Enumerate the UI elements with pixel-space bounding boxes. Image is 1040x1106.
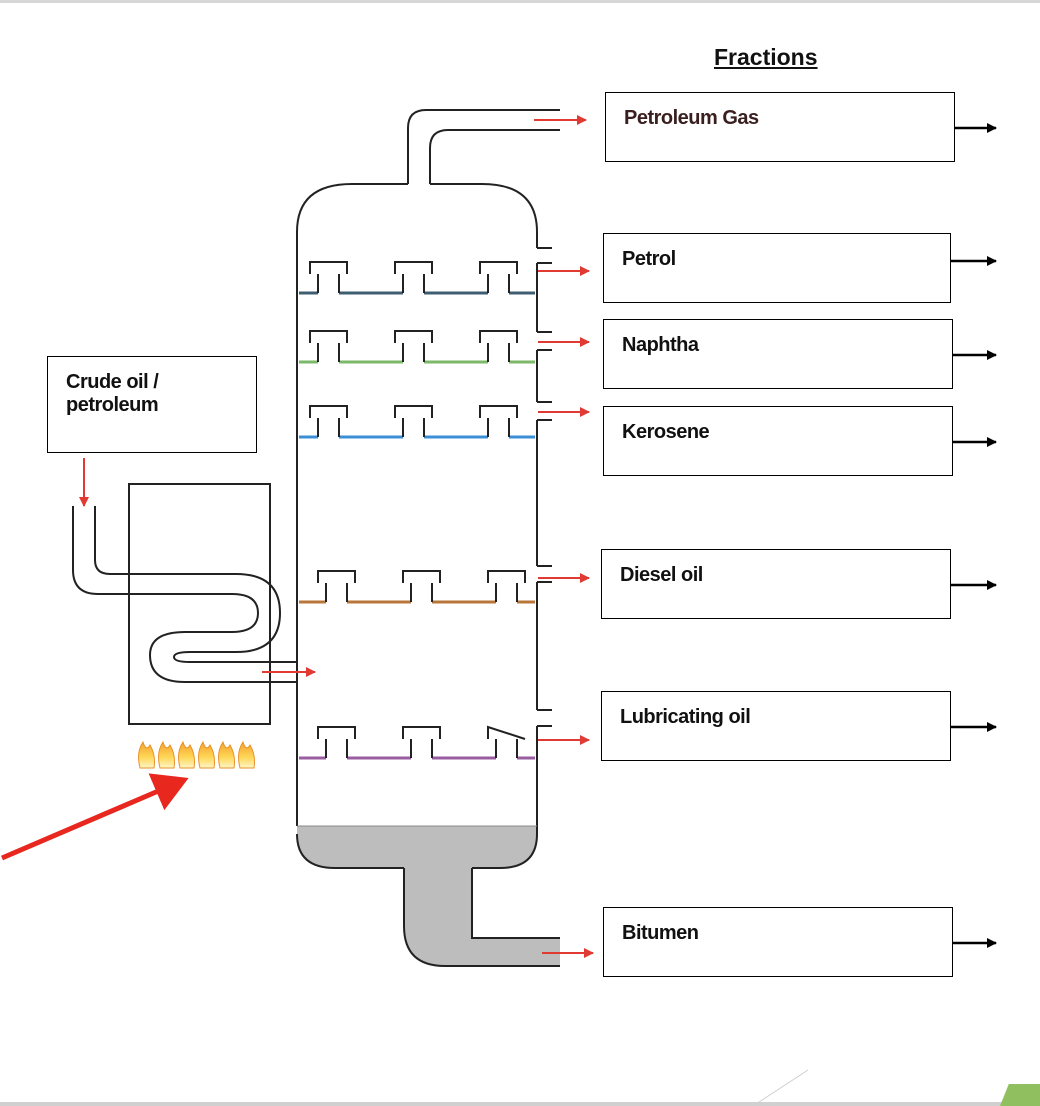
fraction-box-lubricating: Lubricating oil xyxy=(601,691,951,761)
fraction-box-diesel: Diesel oil xyxy=(601,549,951,619)
tray-lubricating xyxy=(299,725,535,760)
tray-kerosene xyxy=(299,405,535,439)
fraction-box-naphtha: Naphtha xyxy=(603,319,953,389)
fraction-box-bitumen: Bitumen xyxy=(603,907,953,977)
fraction-box-petrol: Petrol xyxy=(603,233,951,303)
fraction-label-naphtha: Naphtha xyxy=(622,334,699,356)
fraction-box-kerosene: Kerosene xyxy=(603,406,953,476)
flow-arrows xyxy=(79,115,594,958)
slide-top-rule xyxy=(0,0,1040,3)
fraction-label-diesel: Diesel oil xyxy=(620,564,703,586)
crude-oil-box: Crude oil / petroleum xyxy=(47,356,257,453)
fractions-heading: Fractions xyxy=(714,44,818,70)
slide-bottom-rule xyxy=(0,1102,1040,1106)
bitumen-residue xyxy=(297,826,560,966)
crude-oil-label: Crude oil / petroleum xyxy=(66,371,159,416)
slide-decoration-line xyxy=(755,1069,809,1105)
tray-naphtha xyxy=(299,330,535,364)
tray-petrol xyxy=(299,261,535,295)
fraction-label-kerosene: Kerosene xyxy=(622,421,710,443)
fraction-label-lubricating: Lubricating oil xyxy=(620,706,751,728)
tray-diesel xyxy=(299,570,535,604)
burner-flames xyxy=(138,740,255,769)
fraction-box-petroleum-gas: Petroleum Gas xyxy=(605,92,955,162)
annotation-arrow xyxy=(1,773,189,861)
distillation-column xyxy=(296,109,560,967)
fraction-label-petroleum-gas: Petroleum Gas xyxy=(624,107,759,129)
fraction-label-petrol: Petrol xyxy=(622,248,676,270)
fraction-label-bitumen: Bitumen xyxy=(622,922,699,944)
heating-coil xyxy=(72,506,297,683)
furnace xyxy=(128,483,271,725)
slide-corner-accent xyxy=(1000,1084,1040,1106)
